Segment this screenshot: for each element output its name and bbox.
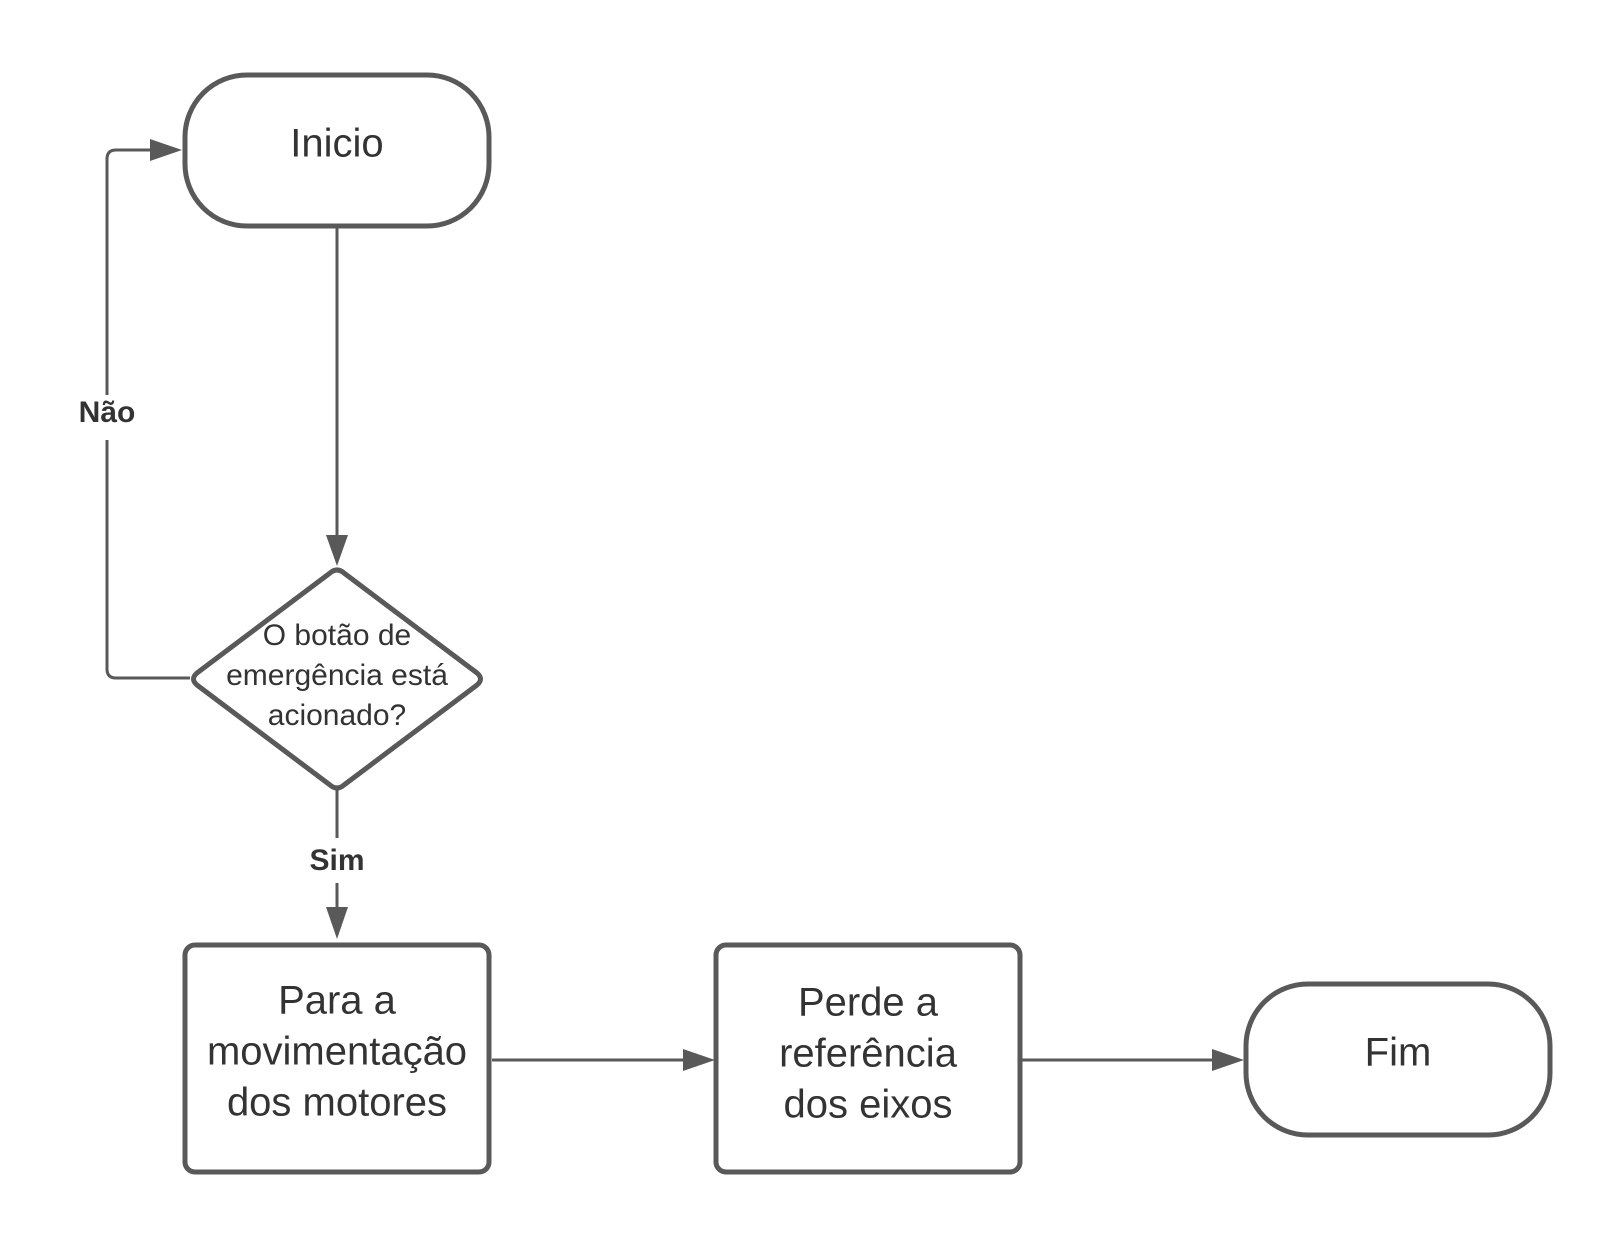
node-lose-reference: Perde a referência dos eixos [713,942,1023,1175]
node-stop-motors-line-1: Para a [278,979,397,1023]
edge-label-sim: Sim [309,844,364,877]
node-stop-motors: Para a movimentação dos motores [182,942,492,1175]
node-decision-line-2: emergência está [226,659,448,692]
node-decision-line-3: acionado? [268,699,406,732]
node-start-label: Inicio [290,122,383,166]
node-lose-reference-line-3: dos eixos [784,1083,953,1127]
edge-lose-to-end [1022,1049,1244,1071]
edge-decision-no-loop: Não [70,139,190,680]
node-decision: O botão de emergência está acionado? [191,567,483,791]
node-decision-line-1: O botão de [263,619,411,652]
node-end-label: Fim [1365,1031,1432,1075]
edge-label-nao: Não [79,396,136,429]
edge-stop-to-lose [492,1049,715,1071]
node-lose-reference-line-1: Perde a [798,981,939,1025]
node-stop-motors-line-3: dos motores [227,1081,447,1125]
node-lose-reference-line-2: referência [779,1032,958,1076]
node-stop-motors-line-2: movimentação [207,1030,467,1074]
edge-start-to-decision [326,226,348,566]
edge-decision-yes: Sim [300,789,374,939]
node-end: Fim [1243,981,1553,1138]
node-start: Inicio [182,72,492,229]
